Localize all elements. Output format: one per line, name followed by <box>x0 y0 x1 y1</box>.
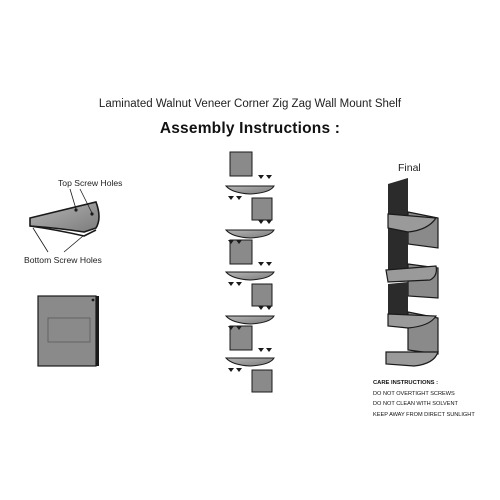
care-item: DO NOT CLEAN WITH SOLVENT <box>373 401 458 408</box>
screw-arrows <box>228 175 272 372</box>
final-label: Final <box>398 162 421 174</box>
final-shelf <box>385 178 439 367</box>
product-subtitle: Laminated Walnut Veneer Corner Zig Zag W… <box>98 98 402 110</box>
page-title: Assembly Instructions : <box>159 120 341 137</box>
care-heading: CARE INSTRUCTIONS : <box>373 380 439 386</box>
care-item: DO NOT OVERTIGHT SCREWS <box>373 390 455 397</box>
care-instructions: CARE INSTRUCTIONS : DO NOT OVERTIGHT SCR… <box>373 378 498 420</box>
top-screw-hole-right <box>90 212 94 216</box>
shelf-detail <box>29 188 100 253</box>
panel-detail <box>37 295 99 367</box>
top-screw-holes-label: Top Screw Holes <box>58 178 123 188</box>
exploded-assembly <box>224 151 275 393</box>
top-screw-hole-left <box>74 208 78 212</box>
bottom-screw-holes-label: Bottom Screw Holes <box>24 255 102 265</box>
care-item: KEEP AWAY FROM DIRECT SUNLIGHT <box>373 411 475 418</box>
